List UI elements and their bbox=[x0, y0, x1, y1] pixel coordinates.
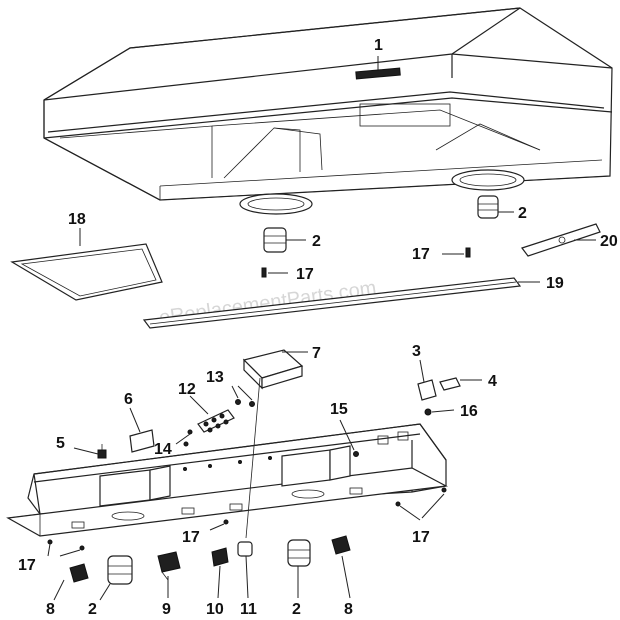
terminal-block bbox=[189, 395, 235, 433]
part-label-7: 7 bbox=[312, 345, 321, 362]
part-label-5: 5 bbox=[56, 435, 65, 452]
screw bbox=[47, 539, 85, 557]
light-socket bbox=[237, 541, 253, 599]
part-label-8: 8 bbox=[344, 601, 353, 618]
part-label-17: 17 bbox=[412, 246, 430, 263]
control-switch-strip bbox=[355, 56, 401, 80]
part-label-17: 17 bbox=[412, 529, 430, 546]
speed-switch bbox=[211, 547, 229, 599]
light-bulb bbox=[263, 227, 306, 253]
light-switch bbox=[53, 563, 89, 601]
part-label-6: 6 bbox=[124, 391, 133, 408]
part-label-16: 16 bbox=[460, 403, 478, 420]
part-label-17: 17 bbox=[296, 266, 314, 283]
filter-rail bbox=[142, 277, 540, 329]
grease-filter bbox=[10, 228, 163, 301]
screw bbox=[175, 429, 193, 447]
lamp-socket bbox=[339, 419, 359, 457]
part-label-3: 3 bbox=[412, 343, 421, 360]
part-label-2: 2 bbox=[518, 205, 527, 222]
part-label-4: 4 bbox=[488, 373, 497, 390]
screw bbox=[261, 267, 288, 278]
rocker-switch bbox=[157, 551, 181, 598]
part-label-12: 12 bbox=[178, 381, 196, 398]
part-label-17: 17 bbox=[182, 529, 200, 546]
part-label-13: 13 bbox=[206, 369, 224, 386]
part-label-19: 19 bbox=[546, 275, 564, 292]
fan-switch bbox=[73, 444, 107, 459]
part-label-2: 2 bbox=[292, 601, 301, 618]
part-label-15: 15 bbox=[330, 401, 348, 418]
screw bbox=[231, 385, 255, 407]
light-bulb bbox=[477, 195, 514, 219]
part-label-8: 8 bbox=[46, 601, 55, 618]
part-label-10: 10 bbox=[206, 601, 224, 618]
part-label-9: 9 bbox=[162, 601, 171, 618]
part-label-18: 18 bbox=[68, 211, 86, 228]
screw bbox=[442, 247, 471, 258]
mounting-bracket bbox=[521, 223, 601, 257]
light-bulb bbox=[99, 555, 133, 601]
light-bulb bbox=[287, 539, 311, 598]
light-switch bbox=[331, 535, 351, 599]
part-label-14: 14 bbox=[154, 441, 172, 458]
junction-box bbox=[242, 349, 308, 539]
switch-bracket bbox=[129, 407, 155, 453]
part-label-20: 20 bbox=[600, 233, 618, 250]
control-housing bbox=[6, 423, 448, 537]
part-label-1: 1 bbox=[374, 37, 383, 54]
screw bbox=[395, 487, 447, 521]
range-hood-body bbox=[43, 7, 613, 215]
motor-connector bbox=[439, 377, 482, 391]
part-label-17: 17 bbox=[18, 557, 36, 574]
part-label-2: 2 bbox=[312, 233, 321, 250]
capacitor bbox=[417, 359, 437, 401]
part-label-11: 11 bbox=[240, 601, 257, 618]
part-label-2: 2 bbox=[88, 601, 97, 618]
screw bbox=[424, 408, 455, 416]
screw bbox=[209, 519, 229, 531]
